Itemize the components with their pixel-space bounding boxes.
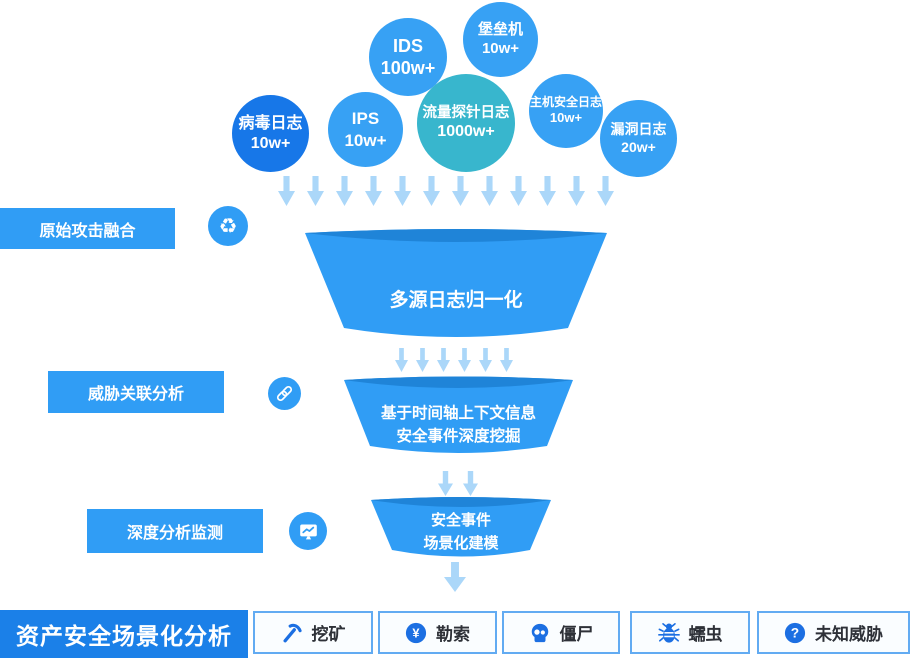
source-label: 主机安全日志 [529,95,602,110]
down-arrow-icon [500,348,513,372]
down-arrow-icon [463,471,478,496]
source-circle-ids: IDS 100w+ [369,18,447,96]
source-circle-ips: IPS 10w+ [328,92,403,167]
funnel-stage-2-line2: 安全事件深度挖掘 [396,428,521,445]
source-label: 流量探针日志 [422,104,510,121]
source-label: IPS [351,109,380,129]
pickaxe-icon [282,623,302,642]
funnel-stage-3-label: 安全事件 场景化建模 [371,509,551,555]
source-label: IDS [392,35,423,56]
source-circle-traffic-probe-log: 流量探针日志 1000w+ [417,74,515,172]
source-count: 10w+ [549,110,583,126]
funnel-stage-3-line1: 安全事件 [430,512,491,529]
arrow-row-sources-to-funnel [278,176,614,206]
source-label: 病毒日志 [238,114,303,132]
funnel-stage-2 [344,376,573,453]
funnel-stage-1-label: 多源日志归一化 [389,290,523,311]
down-arrow-icon [479,348,492,372]
skull-icon [531,623,548,642]
down-arrow-icon [395,348,408,372]
down-arrow-icon [444,562,466,592]
source-circle-virus-log: 病毒日志 10w+ [232,95,309,172]
down-arrow-icon [438,471,453,496]
threat-item-zombie[interactable]: 僵尸 [502,611,620,654]
threat-item-mining[interactable]: 挖矿 [253,611,373,654]
funnel-stage-3-line2: 场景化建模 [423,535,499,552]
yen-glyph: ¥ [412,625,420,640]
down-arrow-icon [458,348,471,372]
down-arrow-icon [481,176,498,206]
down-arrow-icon [452,176,469,206]
down-arrow-icon [336,176,353,206]
threat-item-ransom[interactable]: ¥ 勒索 [378,611,497,654]
threat-item-worm[interactable]: 蠕虫 [630,611,750,654]
stage-label-deep-analysis-monitoring: 深度分析监测 [87,509,263,553]
monitor-chart-icon [289,512,327,550]
down-arrow-icon [568,176,585,206]
question-icon: ? [784,622,806,643]
stage-label-raw-attack-fusion: 原始攻击融合 [0,208,175,249]
down-arrow-icon [278,176,295,206]
down-arrow-icon [365,176,382,206]
down-arrow-icon [416,348,429,372]
arrow-row-funnel2-to-funnel3 [438,471,478,496]
source-count: 20w+ [621,138,656,155]
source-label: 漏洞日志 [610,121,667,137]
source-circle-vulnerability-log: 漏洞日志 20w+ [600,100,677,177]
down-arrow-icon [597,176,614,206]
threat-item-label: 僵尸 [559,625,594,644]
funnel-stage-1 [305,229,607,337]
source-count: 1000w+ [437,123,495,141]
arrow-funnel3-to-bottom [444,562,466,592]
threat-item-label: 未知威胁 [815,625,883,644]
question-glyph: ? [791,625,799,640]
funnel-stage-2-label: 基于时间轴上下文信息 安全事件深度挖掘 [344,402,573,448]
recycle-icon: ♻ [208,206,248,246]
threat-item-unknown-threat[interactable]: ? 未知威胁 [757,611,910,654]
funnel-stage-3 [371,497,551,557]
down-arrow-icon [394,176,411,206]
link-icon [268,377,301,410]
threat-item-label: 蠕虫 [688,625,723,644]
source-circle-host-security-log: 主机安全日志 10w+ [529,74,603,148]
worm-icon [657,622,680,643]
source-count: 100w+ [380,58,436,78]
arrow-row-funnel1-to-funnel2 [395,348,513,372]
source-circle-bastion-host: 堡垒机 10w+ [463,2,538,77]
funnel-stage-2-line1: 基于时间轴上下文信息 [380,405,536,422]
monitor-chart-icon-glyph [299,524,317,539]
stage-label-threat-correlation-analysis: 威胁关联分析 [48,371,224,413]
source-count: 10w+ [344,130,387,150]
threat-item-label: 挖矿 [311,625,346,644]
threat-item-label: 勒索 [436,625,470,644]
source-label: 堡垒机 [477,20,523,38]
down-arrow-icon [423,176,440,206]
link-icon-glyph [276,385,293,402]
bottom-title-asset-security-scenario-analysis: 资产安全场景化分析 [0,610,248,658]
down-arrow-icon [307,176,324,206]
recycle-glyph: ♻ [218,214,238,238]
source-count: 10w+ [481,39,520,57]
down-arrow-icon [510,176,527,206]
down-arrow-icon [437,348,450,372]
source-count: 10w+ [250,134,291,152]
yen-icon: ¥ [405,622,427,643]
down-arrow-icon [539,176,556,206]
